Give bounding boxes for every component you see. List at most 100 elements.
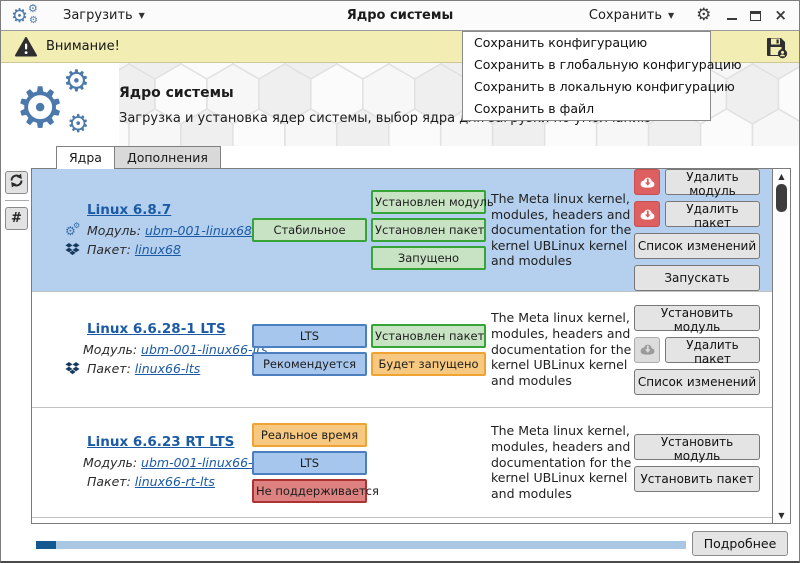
- badge-column-primary: LTS Рекомендуется: [252, 292, 367, 407]
- status-badge: Рекомендуется: [252, 351, 367, 376]
- kernel-info: Linux 6.8.7 ⚙⚙ Модуль: ubm-001-linux68: [32, 169, 252, 291]
- status-badge: Установлен пакет: [371, 218, 486, 242]
- progress-bar: [36, 541, 686, 549]
- warning-text: Внимание!: [46, 39, 120, 54]
- status-badge: Установлен модуль: [371, 190, 494, 214]
- page-title: Ядро системы: [119, 85, 234, 101]
- badge-column-primary: Стабильное: [252, 169, 367, 291]
- status-badge: LTS: [252, 450, 367, 475]
- package-label: Пакет:: [87, 361, 131, 376]
- kernel-description: The Meta linux kernel, modules, headers …: [491, 310, 632, 388]
- module-link[interactable]: ubm-001-linux68: [144, 222, 252, 238]
- action-button[interactable]: Удалить модуль: [665, 169, 760, 198]
- hash-button[interactable]: #: [5, 207, 28, 230]
- package-link[interactable]: linux66-rt-lts: [134, 474, 215, 489]
- save-menu-label: Сохранить: [588, 8, 663, 23]
- package-icon: [65, 362, 87, 375]
- footer-bar: Подробнее: [1, 524, 799, 561]
- toolbar-separator: [5, 200, 29, 201]
- module-icon: ⚙⚙: [65, 221, 81, 238]
- title-bar: ⚙⚙⚙ Загрузить ▼ Ядро системы Сохранить ▼…: [1, 1, 799, 31]
- refresh-icon: [9, 173, 24, 192]
- menu-item[interactable]: Сохранить в глобальную конфигурацию: [474, 57, 742, 72]
- save-menu-button[interactable]: Сохранить ▼: [583, 4, 680, 27]
- kernel-info: Linux 6.6.28-1 LTS ⚙⚙ Модуль: ubm-001-li…: [32, 292, 267, 407]
- kernel-row[interactable]: Linux 6.6.23 RT LTS ⚙⚙ Модуль: ubm-001-l…: [32, 408, 772, 518]
- kernel-description: The Meta linux kernel, modules, headers …: [491, 190, 632, 269]
- module-link[interactable]: ubm-001-linux66-rt-lts: [141, 455, 283, 470]
- package-link[interactable]: linux68: [134, 241, 181, 257]
- action-button[interactable]: Запускать: [634, 265, 760, 291]
- status-badge: Установлен пакет: [371, 323, 486, 348]
- kernel-description: The Meta linux kernel, modules, headers …: [491, 423, 632, 501]
- load-menu-label: Загрузить: [63, 8, 133, 23]
- cloud-download-button[interactable]: [634, 336, 660, 363]
- scroll-up-icon[interactable]: ▲: [778, 172, 785, 181]
- kernel-gears-icon: ⚙⚙⚙: [15, 64, 90, 141]
- action-button[interactable]: Установить модуль: [634, 304, 760, 334]
- menu-item[interactable]: Сохранить в локальную конфигурацию: [474, 79, 735, 94]
- action-button[interactable]: Установить пакет: [634, 465, 760, 492]
- package-link[interactable]: linux66-lts: [134, 361, 201, 376]
- status-badge: Запущено: [371, 246, 486, 270]
- kernel-name-link[interactable]: Linux 6.6.28-1 LTS: [87, 321, 226, 337]
- cloud-download-button[interactable]: [634, 169, 660, 195]
- package-icon: [65, 242, 87, 256]
- action-button[interactable]: Удалить пакет: [665, 201, 760, 230]
- details-button[interactable]: Подробнее: [692, 531, 788, 556]
- kernel-info: Linux 6.6.23 RT LTS ⚙⚙ Модуль: ubm-001-l…: [32, 408, 282, 517]
- chevron-down-icon: ▼: [138, 11, 145, 20]
- module-label: Модуль:: [86, 222, 141, 238]
- load-menu-button[interactable]: Загрузить ▼: [57, 4, 151, 27]
- menu-item[interactable]: Сохранить в файл: [474, 101, 595, 116]
- status-badge: Стабильное: [252, 218, 367, 242]
- action-button[interactable]: Список изменений: [634, 368, 760, 395]
- status-badge: Будет запущено: [371, 351, 486, 376]
- package-label: Пакет:: [87, 241, 131, 257]
- kernel-name-link[interactable]: Linux 6.8.7: [87, 201, 172, 218]
- status-badge: Реальное время: [252, 422, 367, 447]
- tab[interactable]: Дополнения: [113, 146, 221, 168]
- side-toolbar: #: [5, 171, 29, 230]
- kernel-row[interactable]: Linux 6.6.28-1 LTS ⚙⚙ Модуль: ubm-001-li…: [32, 292, 772, 408]
- settings-gear-icon[interactable]: ⚙: [696, 5, 712, 25]
- maximize-button[interactable]: [750, 10, 762, 21]
- kernel-name-link[interactable]: Linux 6.6.23 RT LTS: [87, 434, 235, 450]
- kernel-rows: Linux 6.8.7 ⚙⚙ Модуль: ubm-001-linux68: [32, 169, 772, 523]
- package-label: Пакет:: [87, 474, 131, 489]
- action-button[interactable]: Список изменений: [634, 233, 760, 259]
- minimize-button[interactable]: [727, 17, 738, 20]
- vertical-scrollbar[interactable]: ▲ ▼: [772, 169, 790, 523]
- scroll-down-icon[interactable]: ▼: [778, 511, 785, 520]
- hash-icon: #: [11, 211, 22, 226]
- kernel-list: Linux 6.8.7 ⚙⚙ Модуль: ubm-001-linux68: [31, 168, 791, 524]
- progress-fill: [36, 541, 56, 549]
- module-link[interactable]: ubm-001-linux66-lts: [141, 342, 268, 357]
- close-button[interactable]: ×: [774, 6, 787, 24]
- status-badge: Не поддерживается: [252, 478, 379, 503]
- action-button[interactable]: Установить модуль: [634, 433, 760, 463]
- floppy-save-icon[interactable]: [764, 35, 788, 59]
- menu-item[interactable]: Сохранить конфигурацию: [474, 35, 648, 50]
- status-badge: LTS: [252, 323, 367, 348]
- action-button[interactable]: Удалить пакет: [665, 336, 760, 366]
- warning-triangle-icon: [15, 36, 37, 57]
- module-label: Модуль:: [83, 342, 138, 357]
- badge-column-status: [371, 408, 486, 517]
- kernel-row[interactable]: Linux 6.8.7 ⚙⚙ Модуль: ubm-001-linux68: [32, 169, 772, 292]
- scrollbar-thumb[interactable]: [776, 184, 787, 212]
- chevron-down-icon: ▼: [668, 11, 675, 20]
- refresh-button[interactable]: [5, 171, 28, 194]
- tab[interactable]: Ядра: [56, 146, 115, 169]
- module-label: Модуль:: [83, 455, 138, 470]
- cloud-download-button[interactable]: [634, 201, 660, 227]
